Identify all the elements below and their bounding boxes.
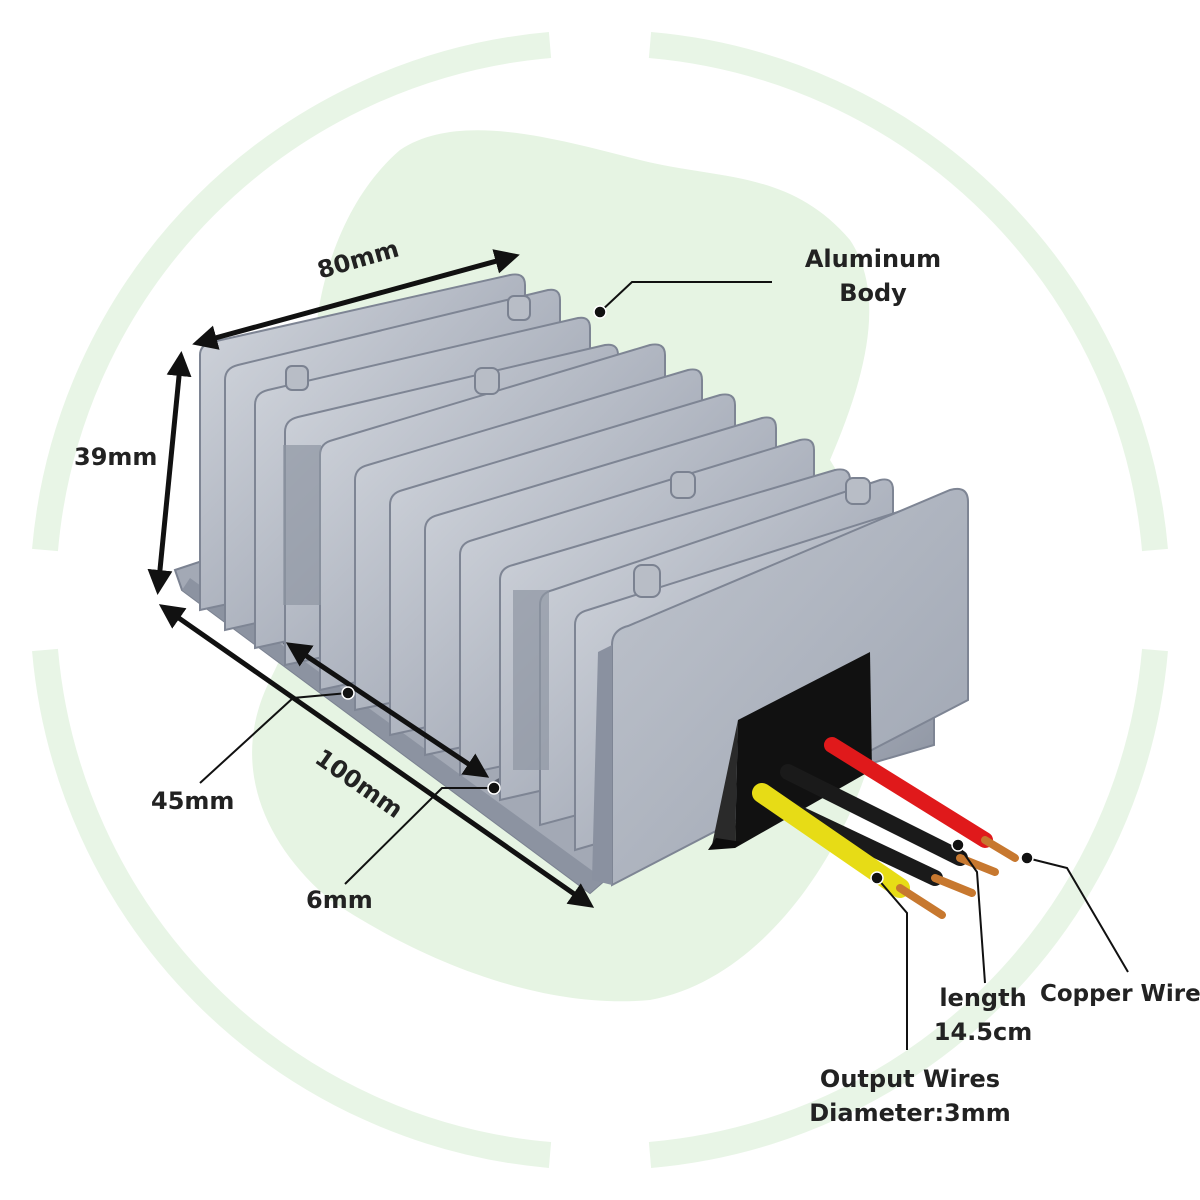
body-callout-line2: Body: [839, 279, 907, 307]
wire-length-leader: [957, 844, 986, 984]
hole-diameter-leader: [344, 787, 494, 885]
copper-wire-label: Copper Wire: [1040, 981, 1200, 1007]
dimension-arrows: [147, 249, 595, 908]
wire-length-callout: length 14.5cm: [918, 981, 1048, 1049]
body-callout-line1: Aluminum: [804, 245, 942, 273]
width-arrow: [192, 249, 520, 350]
hole-spacing-leader: [199, 692, 349, 784]
copper-leader: [1026, 857, 1129, 973]
wire-length-line1: length: [939, 984, 1027, 1012]
callout-dots: [341, 305, 1034, 885]
output-leader: [876, 877, 908, 1050]
height-arrow: [147, 351, 192, 595]
output-wires-line1: Output Wires: [819, 1065, 1001, 1093]
body-leader: [599, 281, 772, 313]
hole-diameter-label: 6mm: [306, 886, 373, 914]
callout-leaders: [199, 281, 1129, 1050]
body-callout: Aluminum Body: [793, 242, 953, 310]
height-label: 39mm: [74, 443, 158, 471]
wire-length-line2: 14.5cm: [933, 1018, 1033, 1046]
background-ring: [32, 32, 1168, 1168]
hole-spacing-arrow: [285, 642, 490, 778]
output-wires-callout: Output Wires Diameter:3mm: [805, 1062, 1015, 1130]
hole-spacing-label: 45mm: [151, 787, 235, 815]
output-wires-line2: Diameter:3mm: [809, 1099, 1011, 1127]
